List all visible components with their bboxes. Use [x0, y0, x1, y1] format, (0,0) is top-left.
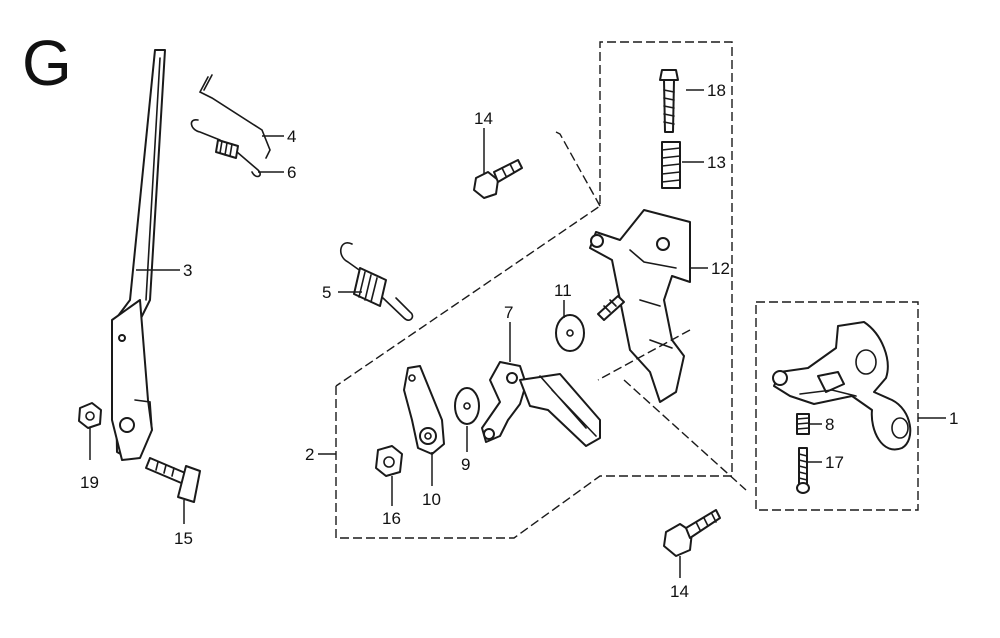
callout-7: 7 — [504, 303, 513, 322]
part-12-bracket — [589, 209, 691, 403]
callout-4: 4 — [287, 127, 296, 146]
assembly-outline-1 — [755, 301, 919, 511]
part-8-spring — [796, 413, 810, 435]
part-10-cam — [403, 365, 445, 455]
assembly-outline-2 — [335, 41, 747, 539]
callout-5: 5 — [322, 283, 331, 302]
callout-11: 11 — [554, 281, 572, 300]
part-18-screw — [659, 69, 679, 133]
part-5-spring — [340, 242, 414, 321]
part-14-bolt-bottom — [663, 509, 721, 557]
callout-1: 1 — [949, 409, 958, 428]
callout-13: 13 — [707, 153, 726, 172]
part-11-washer — [555, 314, 585, 352]
callout-10: 10 — [422, 490, 441, 509]
part-1-plate-assembly — [772, 321, 912, 451]
part-16-nut — [375, 445, 403, 477]
leader-lines — [89, 89, 946, 578]
part-15-bolt — [145, 457, 201, 503]
callout-12: 12 — [711, 259, 730, 278]
callout-9: 9 — [461, 455, 470, 474]
callout-3: 3 — [183, 261, 192, 280]
part-7-lever — [481, 361, 601, 447]
callout-18: 18 — [707, 81, 726, 100]
part-9-washer — [454, 387, 480, 425]
callout-17: 17 — [825, 453, 844, 472]
part-14-bolt-top — [473, 159, 523, 199]
part-19-nut — [78, 402, 102, 429]
callouts: 3 4 6 5 14 18 13 12 11 7 9 10 16 2 1 8 1… — [80, 81, 958, 601]
callout-14-bottom: 14 — [670, 582, 689, 601]
part-17-screw — [796, 447, 810, 494]
part-3-lever — [111, 49, 166, 461]
callout-2: 2 — [305, 445, 314, 464]
part-6-spring — [190, 119, 261, 178]
part-13-spring — [661, 141, 681, 189]
callout-14-top: 14 — [474, 109, 493, 128]
section-letter: G — [22, 27, 72, 99]
part-4-rod — [198, 74, 271, 159]
callout-15: 15 — [174, 529, 193, 548]
callout-8: 8 — [825, 415, 834, 434]
callout-16: 16 — [382, 509, 401, 528]
callout-19: 19 — [80, 473, 99, 492]
callout-6: 6 — [287, 163, 296, 182]
